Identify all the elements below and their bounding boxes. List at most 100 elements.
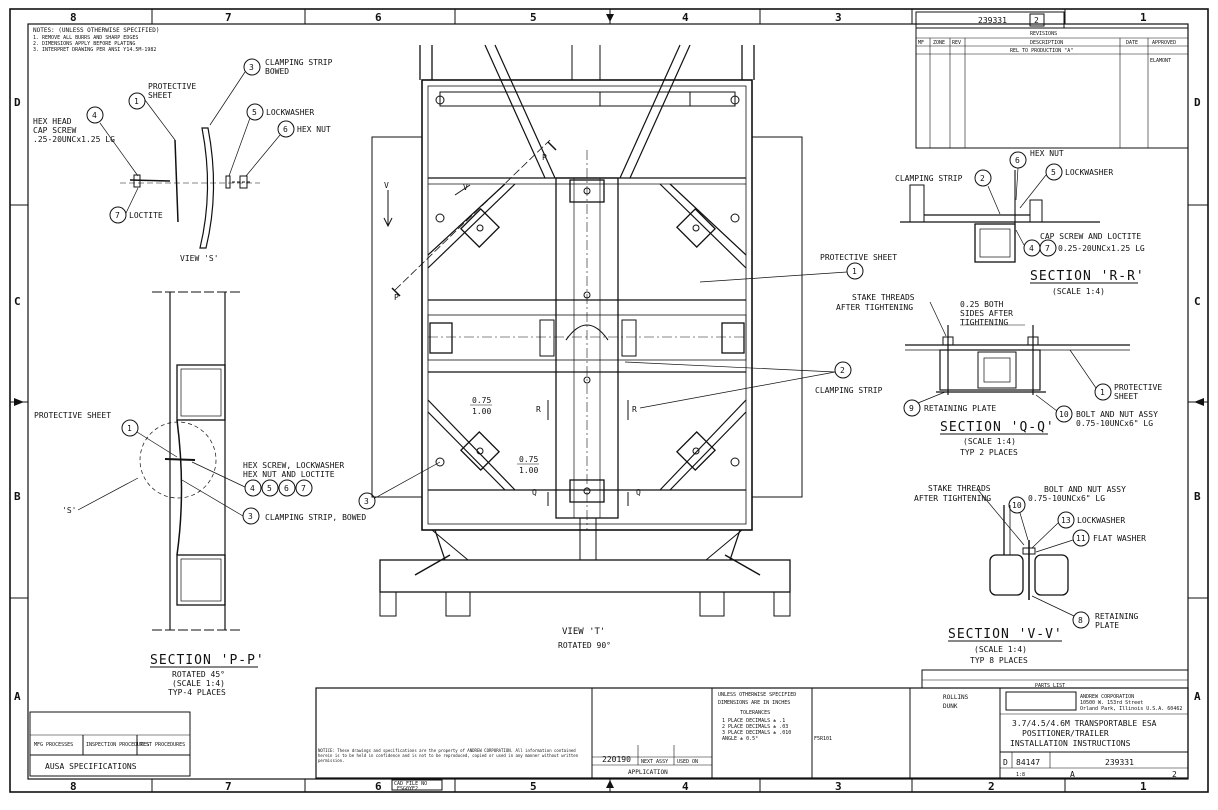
zone-side-B-right: B: [1194, 490, 1201, 503]
drawing-border: [9, 8, 1209, 793]
view-s-hexhead-label-3: .25-20UNCx1.25 LG: [33, 135, 115, 144]
view-s: 1 3 4 5 6 7 PROTECTIVE SHEET CLAMPING ST…: [33, 58, 333, 263]
cad-file-box: CAD FILE NO ESG0YE2: [391, 779, 443, 792]
view-s-bubble-3: 3: [249, 63, 254, 72]
dim-2-top: 0.75: [519, 455, 538, 464]
tb-app-no: 220190: [602, 755, 631, 764]
tb-company-2: 10500 W. 153rd Street: [1080, 700, 1143, 706]
rr-sub: (SCALE 1:4): [1052, 287, 1105, 296]
qq-bubble-1: 1: [1100, 388, 1105, 397]
view-s-protective-label-1: PROTECTIVE: [148, 82, 196, 91]
spec-mfg: MFG PROCESSES: [34, 742, 73, 748]
cut-label-q2: Q: [636, 488, 641, 497]
rr-bubble-2: 2: [980, 174, 985, 183]
qq-bolt-label-1: BOLT AND NUT ASSY: [1076, 410, 1158, 419]
zone-side-D-right: D: [1194, 96, 1201, 109]
pp-clamping-label: CLAMPING STRIP, BOWED: [265, 513, 366, 522]
rr-title: SECTION 'R-R': [1030, 269, 1145, 284]
zone-top-8: 8: [70, 11, 77, 24]
view-s-bubble-4: 4: [92, 111, 97, 120]
tb-drawn: ROLLINS: [943, 694, 969, 701]
zone-labels: 8 7 6 5 4 3 1 8 7 6 5 4 3 2 1 D C B A D …: [14, 11, 1201, 793]
rev-col-desc: DESCRIPTION: [1030, 40, 1063, 46]
specs-box: MFG PROCESSES INSPECTION PROCEDURES TEST…: [29, 711, 191, 777]
cad-file-no: ESG0YE2: [397, 786, 418, 792]
rev-col-zone: ZONE: [933, 40, 945, 46]
qq-stake-label-2: AFTER TIGHTENING: [836, 303, 913, 312]
rr-hexnut-label: HEX NUT: [1030, 149, 1064, 158]
cut-label-r2: R: [632, 405, 637, 414]
spec-inspection: INSPECTION PROCEDURES: [86, 742, 149, 748]
view-s-clamping-label-2: BOWED: [265, 67, 289, 76]
title-block: 220190 NEXT ASSY USED ON APPLICATION NOT…: [315, 669, 1189, 779]
vv-title: SECTION 'V-V': [948, 627, 1063, 642]
tb-application: APPLICATION: [628, 769, 668, 776]
tb-scale: 1:8: [1016, 772, 1025, 778]
zone-top-3: 3: [835, 11, 842, 24]
rev-col-approved: APPROVED: [1152, 40, 1176, 46]
vv-sub-1: (SCALE 1:4): [974, 645, 1027, 654]
pp-sub-1: ROTATED 45°: [172, 670, 225, 679]
vv-lockwasher-label: LOCKWASHER: [1077, 516, 1125, 525]
view-s-hexhead-label-2: CAP SCREW: [33, 126, 77, 135]
view-s-clamping-label-1: CLAMPING STRIP: [265, 58, 333, 67]
tb-tol-1: 1 PLACE DECIMALS ± .1: [722, 718, 785, 724]
vv-bubble-8: 8: [1078, 616, 1083, 625]
note-1: 1. REMOVE ALL BURRS AND SHARP EDGES: [33, 35, 138, 41]
dim-1-bottom: 1.00: [472, 407, 491, 416]
rev-col-mf: MF: [918, 40, 924, 46]
zone-top-1: 1: [1140, 11, 1147, 24]
qq-sub-2: TYP 2 PLACES: [960, 448, 1018, 457]
rr-capscrew-label-1: CAP SCREW AND LOCTITE: [1040, 232, 1141, 241]
tb-notice: NOTICE: These drawings and specification…: [318, 748, 579, 763]
section-rr: 6 5 2 4 7 HEX NUT LOCKWASHER CLAMPING ST…: [895, 149, 1145, 296]
view-s-hexnut-label: HEX NUT: [297, 125, 331, 134]
view-t-bubble-3: 3: [364, 497, 369, 506]
tb-title-2: POSITIONER/TRAILER: [1022, 729, 1109, 738]
spec-footer: AUSA SPECIFICATIONS: [45, 762, 137, 771]
qq-both-label-2: SIDES AFTER: [960, 309, 1013, 318]
rr-clamping-label: CLAMPING STRIP: [895, 174, 963, 183]
vv-bubble-10: 10: [1012, 501, 1022, 510]
rr-lockwasher-label: LOCKWASHER: [1065, 168, 1113, 177]
qq-bubble-10: 10: [1059, 410, 1069, 419]
qq-protective-label-1: PROTECTIVE: [1114, 383, 1162, 392]
zone-top-7: 7: [225, 11, 232, 24]
pp-sub-3: TYP-4 PLACES: [168, 688, 226, 697]
pp-protective-label: PROTECTIVE SHEET: [34, 411, 111, 420]
zone-top-6: 6: [375, 11, 382, 24]
pp-title: SECTION 'P-P': [150, 653, 265, 668]
zone-bottom-7: 7: [225, 780, 232, 793]
rev-col-rev: REV: [952, 40, 961, 46]
cut-label-r1: R: [536, 405, 541, 414]
vv-sub-2: TYP 8 PLACES: [970, 656, 1028, 665]
tb-used-on: USED ON: [677, 759, 698, 765]
pp-bubble-1: 1: [127, 424, 132, 433]
rr-bubble-6: 6: [1015, 156, 1020, 165]
qq-bolt-label-2: 0.75-10UNCx6" LG: [1076, 419, 1153, 428]
view-t-clamping-label: CLAMPING STRIP: [815, 386, 883, 395]
tb-tol-3: 3 PLACE DECIMALS ± .010: [722, 730, 791, 736]
zone-bottom-1: 1: [1140, 780, 1147, 793]
rev-col-date: DATE: [1126, 40, 1138, 46]
zone-side-B: B: [14, 490, 21, 503]
qq-title: SECTION 'Q-Q': [940, 420, 1055, 435]
note-3: 3. INTERPRET DRAWING PER ANSI Y14.5M-198…: [33, 47, 156, 53]
bolt-holes: [435, 95, 740, 495]
notes-title: NOTES: (UNLESS OTHERWISE SPECIFIED): [33, 27, 159, 34]
zone-bottom-8: 8: [70, 780, 77, 793]
view-t-bubble-1: 1: [852, 267, 857, 276]
vv-bolt-label-1: BOLT AND NUT ASSY: [1044, 485, 1126, 494]
tb-company: ANDREW: [1016, 697, 1053, 708]
zone-top-4: 4: [682, 11, 689, 24]
tb-title-1: 3.7/4.5/4.6M TRANSPORTABLE ESA: [1012, 719, 1157, 728]
tb-dwg-no: 239331: [1105, 758, 1134, 767]
view-t-protective-label: PROTECTIVE SHEET: [820, 253, 897, 262]
view-s-protective-label-2: SHEET: [148, 91, 172, 100]
tb-title-3: INSTALLATION INSTRUCTIONS: [1010, 739, 1131, 748]
qq-retaining-label: RETAINING PLATE: [924, 404, 996, 413]
pp-s-label: 'S': [62, 506, 76, 515]
revisions-block: 239331 2 REVISIONS MF ZONE REV DESCRIPTI…: [915, 11, 1189, 149]
note-2: 2. DIMENSIONS APPLY BEFORE PLATING: [33, 41, 135, 47]
